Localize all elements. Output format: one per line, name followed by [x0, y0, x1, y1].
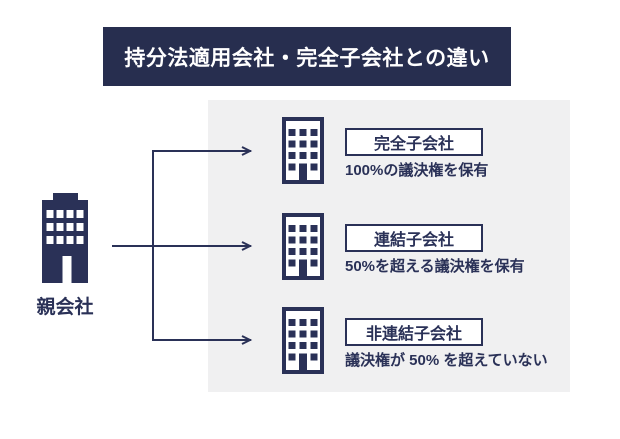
subsidiary-name: 完全子会社 [373, 136, 454, 153]
subsidiary-name: 連結子会社 [373, 232, 454, 249]
subsidiary-building-icon [282, 117, 324, 184]
parent-company-group: 親会社 [20, 192, 110, 318]
parent-building-icon [42, 193, 88, 283]
diagram-title: 持分法適用会社・完全子会社との違い [124, 46, 490, 70]
subsidiary-row-nonconsolidated: 非連結子会社 議決権が 50% を超えていない [280, 307, 570, 374]
subsidiary-row-consolidated: 連結子会社 50%を超える議決権を保有 [280, 213, 570, 280]
title-banner: 持分法適用会社・完全子会社との違い [103, 27, 511, 86]
subsidiary-name-box: 非連結子会社 [345, 318, 483, 346]
subsidiary-description: 100%の議決権を保有 [345, 162, 489, 179]
subsidiary-name: 非連結子会社 [365, 326, 462, 343]
parent-company-label: 親会社 [36, 297, 94, 318]
subsidiary-description: 議決権が 50% を超えていない [345, 352, 548, 369]
subsidiary-building-icon [282, 307, 324, 374]
subsidiary-name-box: 完全子会社 [345, 128, 483, 156]
subsidiary-row-wholly-owned: 完全子会社 100%の議決権を保有 [280, 117, 570, 184]
subsidiary-name-box: 連結子会社 [345, 224, 483, 252]
subsidiary-building-icon [282, 213, 324, 280]
subsidiary-description: 50%を超える議決権を保有 [345, 258, 525, 275]
